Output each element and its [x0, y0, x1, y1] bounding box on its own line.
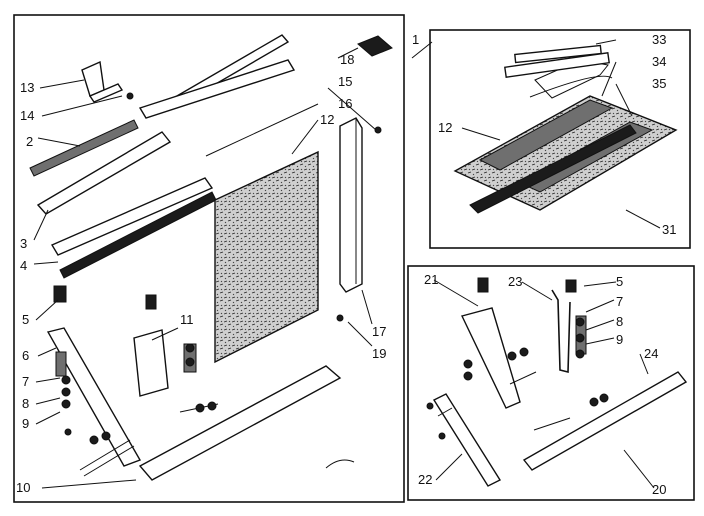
top-right-frame: [429, 29, 691, 249]
top-rails: [29, 34, 296, 279]
side-post-17: [339, 117, 363, 293]
insulation-panel-assembly: [453, 44, 678, 214]
callout-5-left: 5: [22, 312, 29, 327]
callout-3: 3: [20, 236, 27, 251]
main-frame: [13, 14, 405, 503]
callout-21: 21: [424, 272, 438, 287]
callout-6: 6: [22, 348, 29, 363]
callout-12-main: 12: [320, 112, 334, 127]
callout-31: 31: [662, 222, 676, 237]
callout-16: 16: [338, 96, 352, 111]
bottom-right-frame: [407, 265, 695, 501]
callout-15: 15: [338, 74, 352, 89]
callout-10: 10: [16, 480, 30, 495]
callout-7-right: 7: [616, 294, 623, 309]
callout-11: 11: [180, 312, 194, 327]
callout-23: 23: [508, 274, 522, 289]
callout-2: 2: [26, 134, 33, 149]
leader-lines: [33, 39, 661, 489]
callout-34: 34: [652, 54, 666, 69]
callout-12-panel: 12: [438, 120, 452, 135]
callout-22: 22: [418, 472, 432, 487]
callout-8-right: 8: [616, 314, 623, 329]
callout-13: 13: [20, 80, 34, 95]
callout-33: 33: [652, 32, 666, 47]
callout-8-left: 8: [22, 396, 29, 411]
callout-9-right: 9: [616, 332, 623, 347]
callout-4: 4: [20, 258, 27, 273]
callout-9-left: 9: [22, 416, 29, 431]
callout-20: 20: [652, 482, 666, 497]
callout-17: 17: [372, 324, 386, 339]
fasteners: [61, 92, 609, 445]
callout-labels: 1 2 3 4 5 6 7 8 9 10 11 12 13 14 15 16 1…: [16, 32, 676, 497]
callout-5-right: 5: [616, 274, 623, 289]
bracket-13: [81, 60, 124, 103]
channel-24: [522, 371, 688, 471]
callout-14: 14: [20, 108, 34, 123]
callout-7-left: 7: [22, 374, 29, 389]
callout-35: 35: [652, 76, 666, 91]
callout-19: 19: [372, 346, 386, 361]
bracket-21: [461, 277, 521, 409]
callout-18: 18: [340, 52, 354, 67]
callout-24: 24: [644, 346, 658, 361]
brace-22: [432, 393, 502, 487]
clip-18: [357, 35, 393, 57]
callout-1: 1: [412, 32, 419, 47]
support-arm-6: [46, 285, 142, 467]
foam-panel-12: [214, 150, 319, 364]
channel-10: [138, 365, 342, 481]
